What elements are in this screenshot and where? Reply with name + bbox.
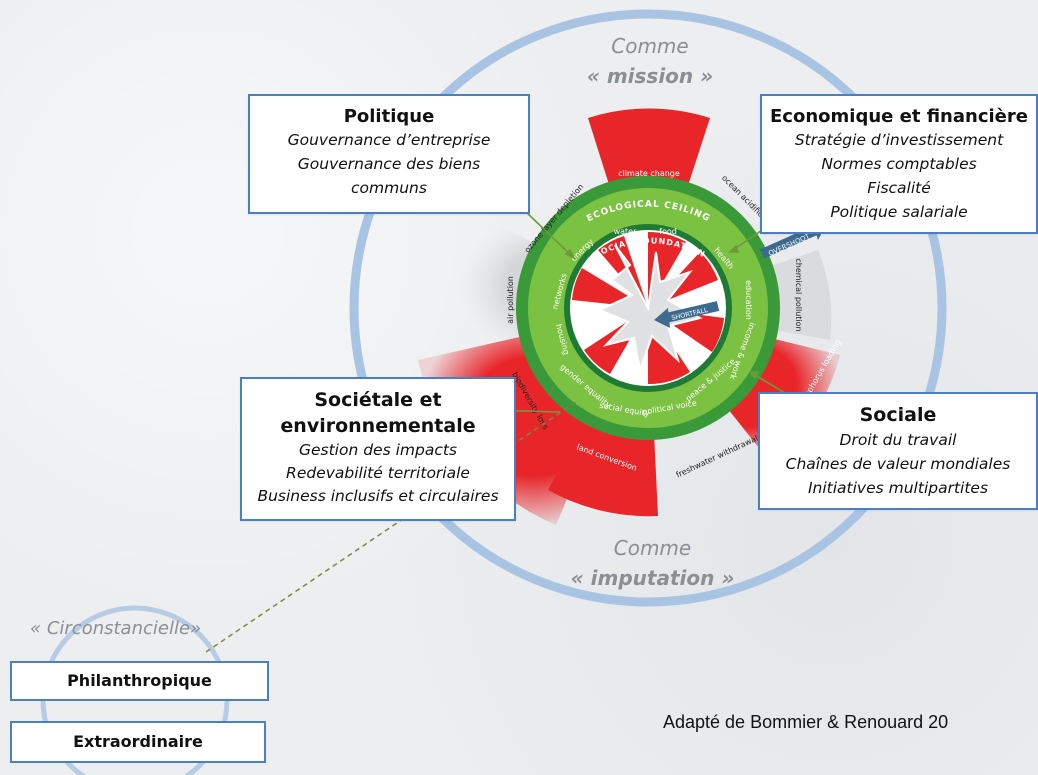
source-credit: Adapté de Bommier & Renouard 20 xyxy=(663,712,949,732)
box-sociale-item-3: Initiatives multipartites xyxy=(807,479,989,497)
food-label: food xyxy=(659,227,677,236)
caption-top-line2: « mission » xyxy=(586,64,714,88)
education-label: education xyxy=(744,280,753,320)
water-label: water xyxy=(614,227,638,236)
box-extraordinaire: Extraordinaire xyxy=(10,721,266,763)
box-societale-item-2: Redevabilité territoriale xyxy=(286,464,470,482)
chemical-label: chemical pollution xyxy=(794,258,803,331)
climate-change-label: climate change xyxy=(618,169,680,178)
box-economique-item-1: Stratégie d’investissement xyxy=(794,131,1004,149)
box-economique: Economique et financière Stratégie d’inv… xyxy=(760,94,1038,234)
shortfall-arrow: SHORTFALL xyxy=(654,301,720,328)
freshwater-label: freshwater withdrawals xyxy=(675,432,764,480)
box-societale-title-1: Sociétale et xyxy=(314,389,442,411)
box-politique-item-2: Gouvernance des biens xyxy=(297,155,481,173)
box-societale-title-2: environnementale xyxy=(280,415,476,437)
caption-top: Comme « mission » xyxy=(560,31,740,91)
box-politique-item-3: communs xyxy=(351,179,427,197)
box-philanthropique: Philanthropique xyxy=(10,661,269,701)
box-societale-item-3: Business inclusifs et circulaires xyxy=(257,487,499,505)
box-politique: Politique Gouvernance d’entreprise Gouve… xyxy=(248,94,530,214)
caption-top-line1: Comme xyxy=(611,34,689,58)
box-politique-item-1: Gouvernance d’entreprise xyxy=(287,131,491,149)
box-economique-item-2: Normes comptables xyxy=(821,155,977,173)
box-sociale-item-1: Droit du travail xyxy=(839,431,957,449)
box-economique-title: Economique et financière xyxy=(770,106,1028,127)
caption-bottom-line2: « imputation » xyxy=(570,566,735,590)
box-sociale-item-2: Chaînes de valeur mondiales xyxy=(785,455,1011,473)
box-societale: Sociétale et environnementale Gestion de… xyxy=(240,377,516,521)
box-politique-title: Politique xyxy=(343,106,435,127)
box-sociale-title: Sociale xyxy=(859,404,937,426)
caption-bottom-line1: Comme xyxy=(613,536,692,560)
box-societale-item-1: Gestion des impacts xyxy=(298,441,458,459)
circumstantial-label: « Circonstancielle» xyxy=(30,618,202,639)
box-economique-item-4: Politique salariale xyxy=(830,203,968,221)
box-sociale: Sociale Droit du travail Chaînes de vale… xyxy=(758,392,1038,510)
outer-mission-ring xyxy=(349,9,947,607)
air-pollution-label: air pollution xyxy=(506,276,515,324)
caption-bottom: Comme « imputation » xyxy=(545,533,760,593)
box-economique-item-3: Fiscalité xyxy=(867,179,931,197)
